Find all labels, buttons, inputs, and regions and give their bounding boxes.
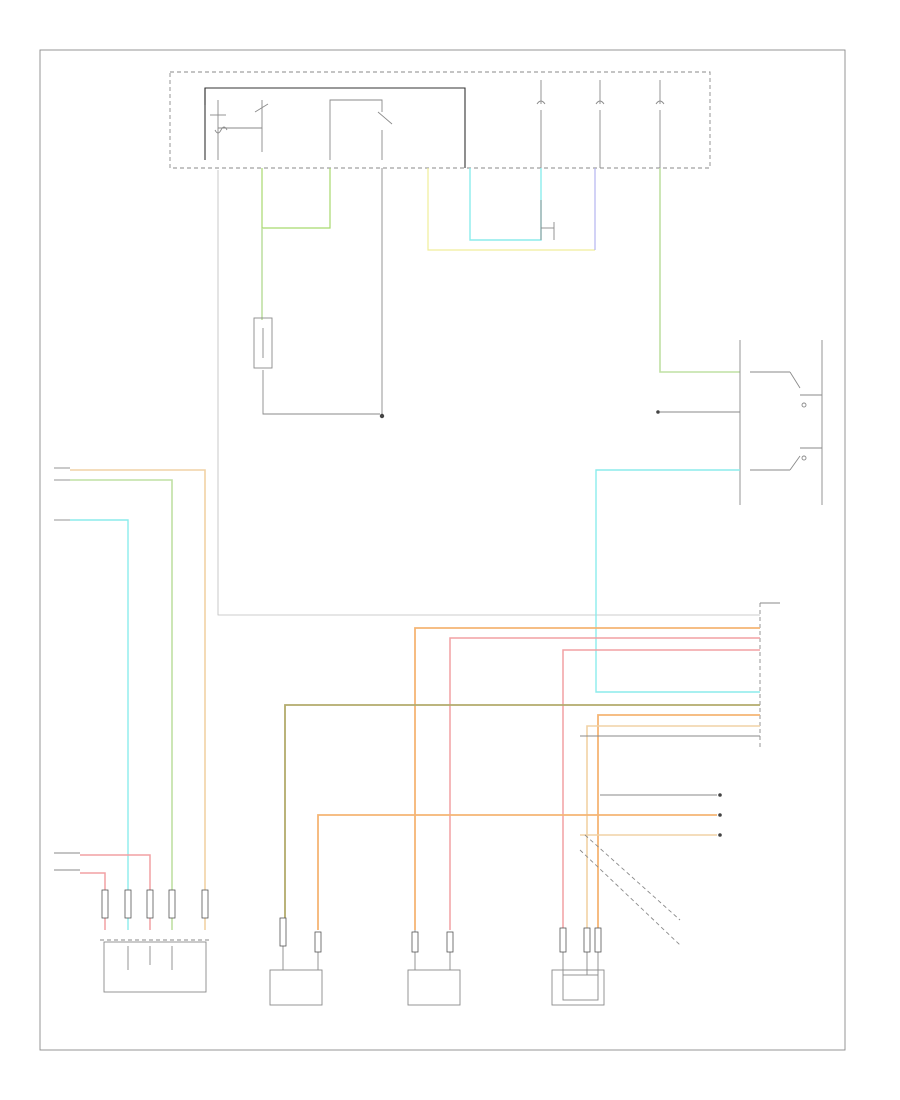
right-relay [656,168,823,505]
module-connector [759,602,780,750]
sensor-wires [317,793,722,946]
fuse-3 [655,80,665,168]
relay-2 [329,99,393,160]
sensor-1 [269,930,323,1006]
module-wires [284,627,760,930]
diagram-frame [39,49,846,1051]
relay-1 [210,100,269,160]
cyan-relay-wire [595,469,760,693]
fuse-relay-box [169,71,711,169]
fuse-1 [536,80,546,168]
brake-switch [253,317,273,369]
ground-point [379,413,385,419]
module-boundary-wire [217,170,760,616]
left-component [100,939,212,993]
fuse-2 [595,80,605,168]
connector-stubs [101,889,602,953]
left-wires [54,467,206,930]
center-fuse-outputs [427,168,596,251]
left-switch-circuit [253,168,385,419]
